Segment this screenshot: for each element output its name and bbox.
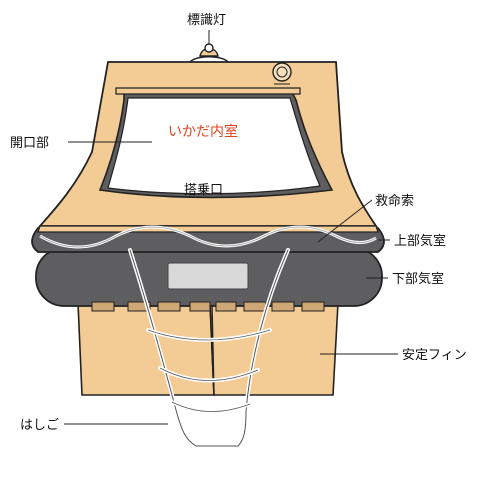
marker-light-icon xyxy=(189,43,229,63)
label-ladder: はしご xyxy=(20,417,59,433)
label-opening: 開口部 xyxy=(10,136,49,151)
canopy-badge-icon xyxy=(272,62,292,85)
leader-lines xyxy=(64,30,398,425)
stabilizer-fin-right xyxy=(209,302,339,396)
label-marker-light: 標識灯 xyxy=(187,13,226,28)
raft-interior xyxy=(107,97,321,195)
lower-chamber xyxy=(35,247,383,307)
lower-chamber-panel xyxy=(167,262,249,290)
label-boarding-entrance: 搭乗口 xyxy=(184,182,223,198)
label-lower-chamber: 下部気室 xyxy=(392,271,444,287)
label-lifeline: 救命索 xyxy=(375,193,414,209)
fin-tabs xyxy=(91,301,325,312)
label-raft-interior: いかだ内室 xyxy=(168,123,238,140)
label-stabilizer-fin: 安定フィン xyxy=(402,348,467,363)
label-upper-chamber: 上部気室 xyxy=(394,233,446,249)
canopy xyxy=(37,61,378,227)
stabilizer-fins xyxy=(77,302,339,396)
